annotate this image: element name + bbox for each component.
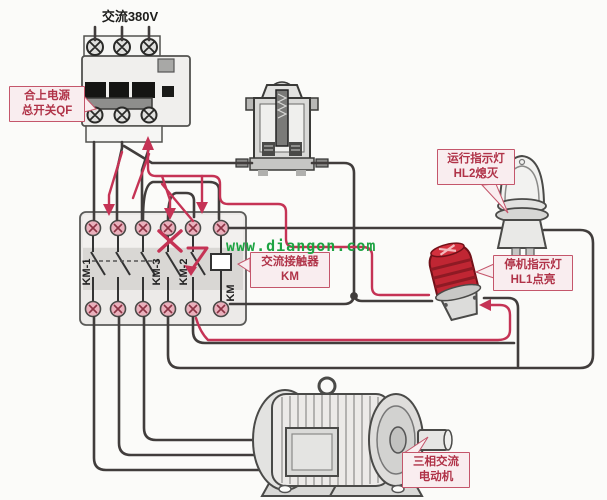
arrow-up-breaker [142,136,154,150]
pushbutton-plunger [275,89,289,147]
wire-hl1-right-riser [482,296,520,368]
motor-callout: 三相交流 电动机 [402,452,470,488]
contactor-callout: 交流接触器 KM [250,252,330,288]
contactor-callout-line2: KM [281,271,299,283]
breaker-callout-line2: 总开关QF [21,105,73,117]
breaker-indicator-window [157,58,175,73]
pole-label-km: KM [225,284,237,301]
flow-open-contact-x [157,229,183,253]
power-supply-label: 交流380V [101,9,159,24]
wire-aux4-loop-hl2 [166,228,595,370]
wire-motor-w [142,315,292,442]
contactor-pole-labels: KM-1 KM-3 KM-2 KM [81,259,237,302]
breaker-screw-crosses [89,41,155,121]
arrow-nc-contact [184,265,197,276]
motor-callout-line1: 三相交流 [413,456,459,468]
contactor-coil [210,253,232,271]
watermark-text: www.diangon.com [226,237,377,255]
contactor: KM-1 KM-3 KM-2 KM [79,211,247,326]
contactor-callout-line1: 交流接触器 [261,256,319,268]
wire-supply-stubs [93,25,151,42]
breaker-callout: 合上电源 总开关QF [9,86,85,122]
flow-main-loop-to-hl1-left [146,144,431,297]
flow-nc-contact-arrow-shaft [186,246,209,270]
wire-motor-u [92,315,302,472]
flow-return-loop-hl1 [194,303,512,342]
wire-motor-v [117,315,297,457]
stop-lamp-callout-line2: HL1点亮 [510,274,556,286]
flow-into-terminal2 [107,150,124,208]
motor-callout-line2: 电动机 [418,471,454,483]
stop-lamp-callout: 停机指示灯 HL1点亮 [493,255,573,291]
wire-button-to-coil [228,161,356,306]
wire-bridge-outer [141,180,221,221]
pointer-stop-lamp [474,263,495,279]
breaker-contact-strip [85,82,155,98]
run-lamp-callout-line1: 运行指示灯 [447,153,505,165]
pushbutton-spring [276,93,288,119]
arrow-down-terminal2 [103,204,115,216]
arrow-down-terminal4 [164,208,176,220]
wire-aux5-right [191,315,516,345]
motor-lifting-eye [317,376,337,396]
stop-indicator-lamp [428,242,482,322]
wire-control-tap-to-button [122,144,254,165]
stop-lamp-callout-line1: 停机指示灯 [504,259,562,271]
hl1-highlight [438,244,457,256]
flow-cross-diagonal [131,152,151,200]
breaker-callout-line1: 合上电源 [24,90,70,102]
current-flow-wires [107,144,512,342]
breaker-test-button [162,86,174,97]
motor [252,376,453,497]
pole-label-km1: KM-1 [81,259,93,286]
wire-junction-dot [350,292,358,300]
hl2-base [496,219,548,249]
pole-label-km3: KM-3 [151,259,163,286]
pole-label-km2: KM-2 [178,259,190,286]
flow-arrowheads [103,136,491,311]
contactor-terminal-crosses [88,223,226,314]
arrow-into-hl1 [479,299,491,311]
arrow-down-terminal5 [196,202,208,214]
circuit-breaker [81,35,191,143]
run-lamp-callout-line2: HL2熄灭 [453,168,499,180]
run-lamp-callout: 运行指示灯 HL2熄灭 [437,149,515,185]
flow-branch-terminal4 [160,174,172,212]
contactor-pole-symbols [90,236,222,302]
